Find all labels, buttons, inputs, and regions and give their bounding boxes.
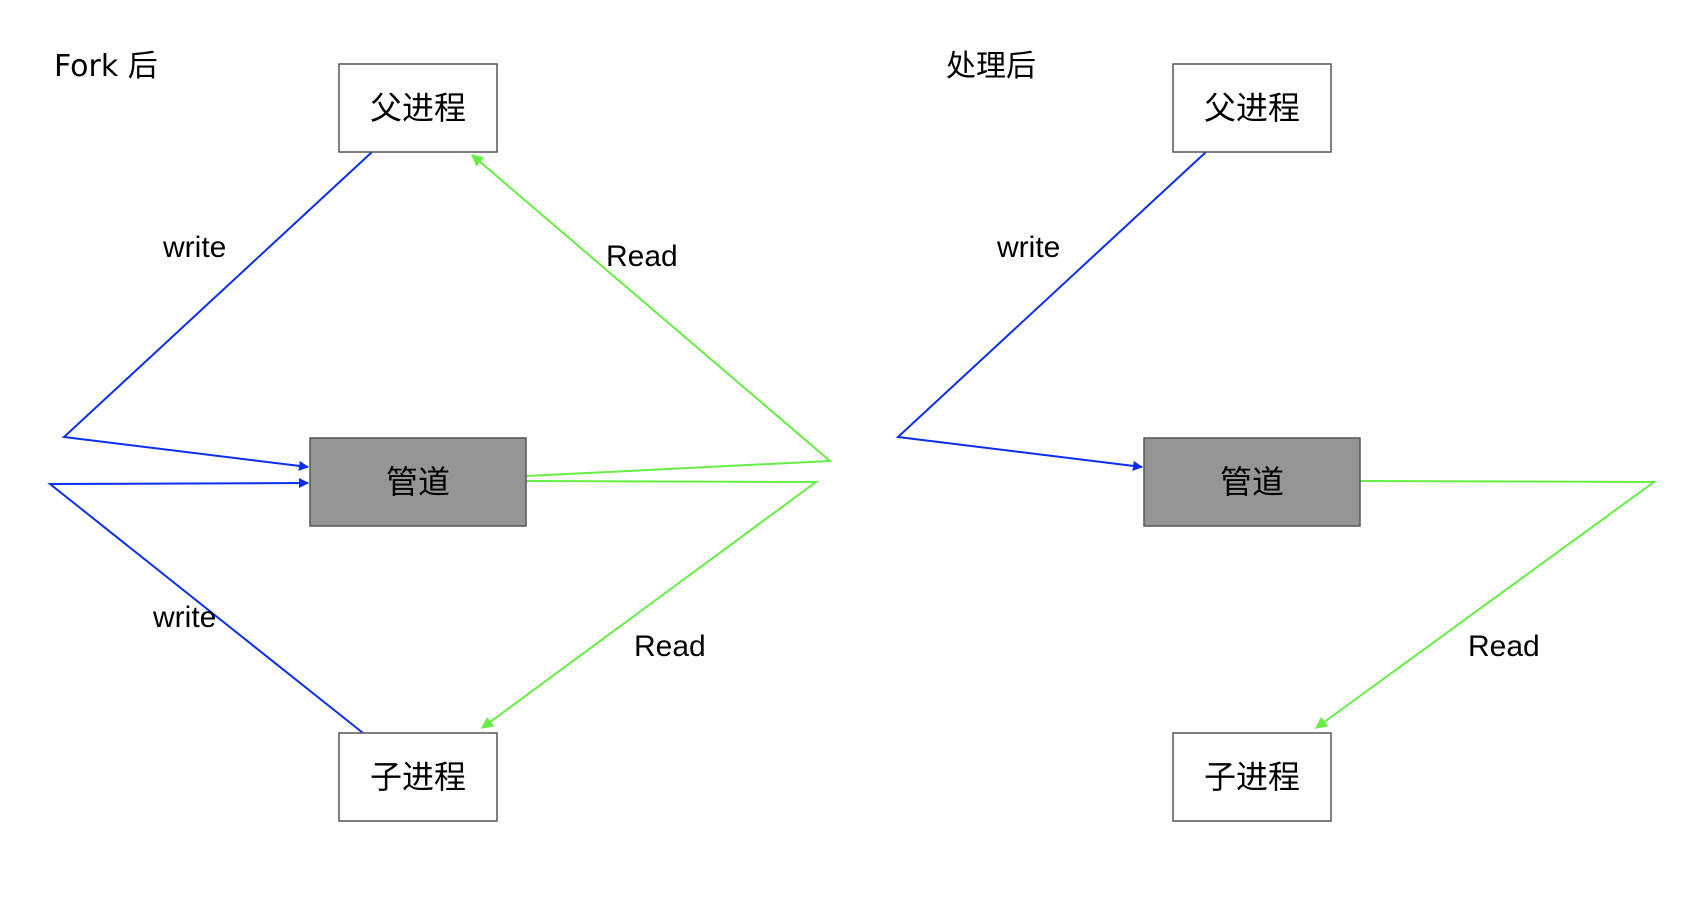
left-pipe-box: [309, 437, 527, 527]
left-parent-process-label: 父进程: [370, 89, 466, 127]
left-parent-read-label: Read: [606, 240, 678, 273]
left-child-read-line: [481, 480, 820, 729]
right-parent-write-label: write: [996, 231, 1060, 264]
left-child-read-label: Read: [634, 630, 706, 663]
left-pipe-label: 管道: [386, 463, 450, 501]
right-parent-process-label: 父进程: [1204, 89, 1300, 127]
left-parent-write-line: [61, 151, 373, 471]
right-pipe-label: 管道: [1220, 463, 1284, 501]
left-child-write-label: write: [152, 601, 216, 634]
left-parent-process-box: [338, 63, 498, 153]
left-child-process-label: 子进程: [370, 758, 466, 796]
left-parent-write-label: write: [162, 231, 226, 264]
left-panel: Fork 后 父进程 管道 子进程 write Read write Read: [47, 49, 833, 822]
right-parent-process-box: [1172, 63, 1332, 153]
left-parent-read-line: [471, 154, 833, 477]
right-panel: 处理后 父进程 管道 子进程 write Read: [895, 49, 1658, 822]
right-parent-write-line: [895, 151, 1207, 471]
right-child-process-box: [1172, 732, 1332, 822]
right-child-process-label: 子进程: [1204, 758, 1300, 796]
left-title: Fork 后: [54, 49, 158, 84]
right-child-read-label: Read: [1468, 630, 1540, 663]
left-child-process-box: [338, 732, 498, 822]
right-title: 处理后: [946, 49, 1036, 84]
right-pipe-box: [1143, 437, 1361, 527]
right-child-read-line: [1315, 480, 1658, 729]
left-child-write-line: [47, 478, 364, 734]
